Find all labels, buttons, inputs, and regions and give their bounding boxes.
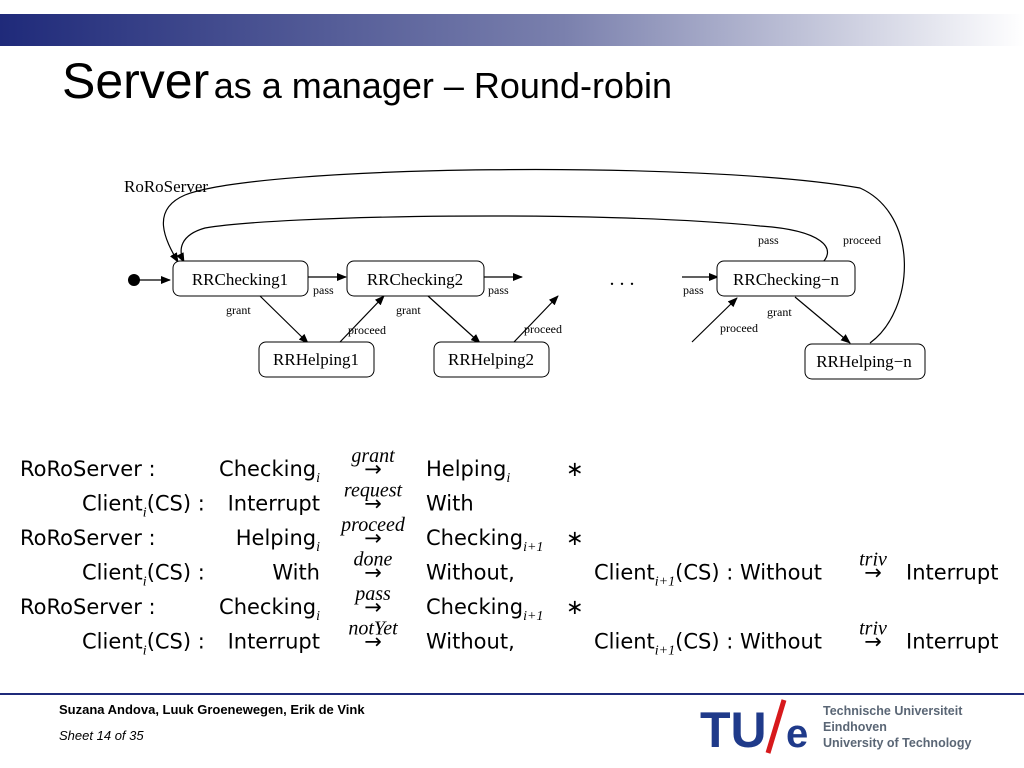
eq-arrow: →: [364, 492, 382, 516]
eq-transition-label: proceed: [339, 514, 406, 536]
title-main: Server: [62, 53, 210, 109]
logo-slash: [765, 699, 787, 754]
edge-label-proceed-top: proceed: [843, 233, 881, 247]
eq-star: ∗: [566, 526, 584, 550]
sheet-total: 35: [129, 728, 144, 743]
state-rrchecking1: RRChecking1: [192, 270, 288, 289]
tue-logo: TU e: [700, 699, 808, 757]
edge-label-grant-n: grant: [767, 305, 792, 319]
eq-source-state: Interrupt: [228, 492, 320, 516]
eq-arrow-2: →: [864, 630, 882, 654]
state-rrhelping2: RRHelping2: [448, 350, 534, 369]
eq-target-state: Checkingi+1: [426, 595, 543, 624]
eq-target-state: With: [426, 492, 474, 516]
eq-source-state: Helpingi: [236, 526, 320, 555]
sheet-prefix: Sheet: [59, 728, 93, 743]
eq-left-client: Clienti(CS) :: [82, 561, 205, 590]
initial-state-dot: [128, 274, 140, 286]
eq-target-state: Without,: [426, 561, 515, 585]
eq-left-client: Clienti(CS) :: [82, 630, 205, 659]
ellipsis: . . .: [610, 268, 635, 290]
eq-source-state: Checkingi: [219, 595, 320, 624]
eq-star: ∗: [566, 457, 584, 481]
eq-client-next: Clienti+1(CS) : Without: [594, 561, 822, 590]
eq-left-client: Clienti(CS) :: [82, 492, 205, 521]
top-gradient-bar: [0, 14, 1024, 46]
sheet-counter: Sheet 14 of 35: [59, 728, 144, 743]
eq-arrow: →: [364, 526, 382, 550]
uni-line-2: Eindhoven: [823, 720, 887, 734]
eq-target-state-2: Interrupt: [906, 561, 998, 585]
eq-transition-label-2: triv: [859, 618, 887, 640]
eq-transition-label: request: [344, 480, 403, 502]
eq-target-state: Checkingi+1: [426, 526, 543, 555]
eq-left-server: RoRoServer :: [20, 595, 156, 619]
edge-label-pass-top: pass: [758, 233, 779, 247]
university-name: Technische Universiteit Eindhoven Univer…: [823, 703, 971, 751]
state-diagram: RoRoServer RRChecking1 RRChecking2 RRChe…: [124, 168, 926, 380]
eq-transition-label: grant: [351, 445, 395, 467]
edge-label-pass-2: pass: [488, 283, 509, 297]
eq-target-state: Without,: [426, 630, 515, 654]
eq-client-next: Clienti+1(CS) : Without: [594, 630, 822, 659]
eq-transition-label: pass: [353, 583, 391, 605]
eq-arrow-2: →: [864, 561, 882, 585]
edge-label-proceed-2: proceed: [524, 322, 562, 336]
edge-label-grant-2: grant: [396, 303, 421, 317]
footer-rule: [0, 693, 1024, 695]
state-rrhelping1: RRHelping1: [273, 350, 359, 369]
edge-label-grant-1: grant: [226, 303, 251, 317]
logo-e: e: [786, 712, 808, 756]
edge-label-pass-1: pass: [313, 283, 334, 297]
eq-target-state-2: Interrupt: [906, 630, 998, 654]
eq-arrow: →: [364, 630, 382, 654]
edge-label-proceed-n: proceed: [720, 321, 758, 335]
eq-left-server: RoRoServer :: [20, 526, 156, 550]
transition-equations: RoRoServer :Checkingigrant→Helpingi∗Clie…: [20, 445, 998, 659]
edge-label-proceed-1: proceed: [348, 323, 386, 337]
eq-arrow: →: [364, 561, 382, 585]
machine-name: RoRoServer: [124, 177, 208, 196]
eq-transition-label: notYet: [348, 618, 398, 640]
state-rrchecking2: RRChecking2: [367, 270, 463, 289]
uni-line-3: University of Technology: [823, 736, 972, 750]
state-rrhelping-n: RRHelping−n: [816, 352, 912, 371]
sheet-of: of: [114, 728, 126, 743]
edge-label-pass-3: pass: [683, 283, 704, 297]
uni-line-1: Technische Universiteit: [823, 704, 963, 718]
eq-left-server: RoRoServer :: [20, 457, 156, 481]
state-rrchecking-n: RRChecking−n: [733, 270, 839, 289]
eq-source-state: Checkingi: [219, 457, 320, 486]
title-rest: as a manager – Round-robin: [213, 65, 672, 106]
eq-target-state: Helpingi: [426, 457, 510, 486]
eq-arrow: →: [364, 457, 382, 481]
eq-star: ∗: [566, 595, 584, 619]
logo-tu: TU: [700, 702, 767, 757]
sheet-number: 14: [96, 728, 112, 743]
eq-transition-label: done: [354, 549, 393, 571]
eq-transition-label-2: triv: [859, 549, 887, 571]
eq-source-state: Interrupt: [228, 630, 320, 654]
footer-authors: Suzana Andova, Luuk Groenewegen, Erik de…: [59, 702, 365, 717]
eq-arrow: →: [364, 595, 382, 619]
slide-title: Server as a manager – Round-robin: [62, 52, 672, 110]
eq-source-state: With: [272, 561, 320, 585]
